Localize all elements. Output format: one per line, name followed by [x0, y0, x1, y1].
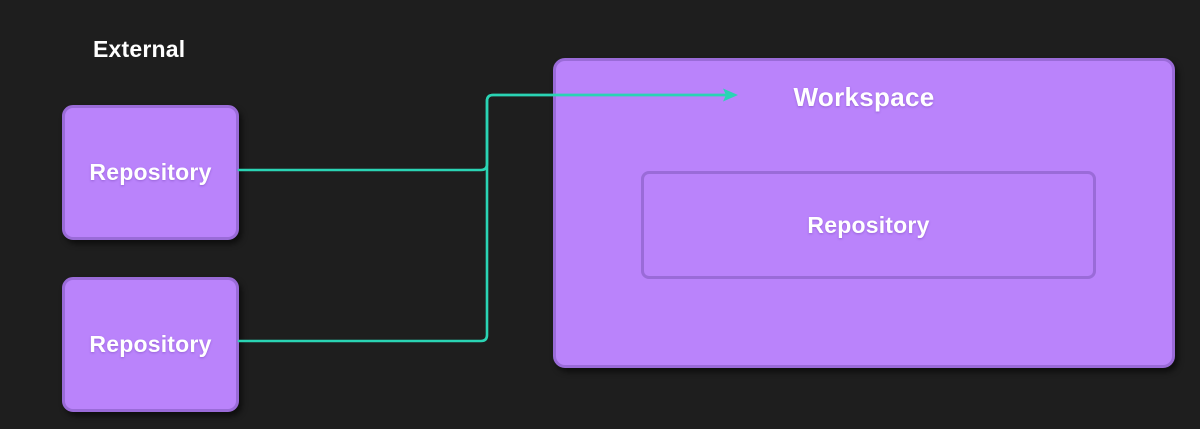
external-repository-label-1: Repository: [89, 159, 212, 185]
workspace-container[interactable]: Workspace Repository: [553, 58, 1175, 368]
external-repository-label-2: Repository: [89, 331, 212, 357]
workspace-repository-label: Repository: [807, 211, 930, 238]
workspace-title: Workspace: [793, 82, 935, 112]
external-group-label: External: [93, 36, 186, 62]
external-repository-node-1[interactable]: Repository: [62, 105, 239, 240]
external-repository-node-2[interactable]: Repository: [62, 277, 239, 412]
workspace-repository-node[interactable]: Repository: [641, 171, 1096, 279]
